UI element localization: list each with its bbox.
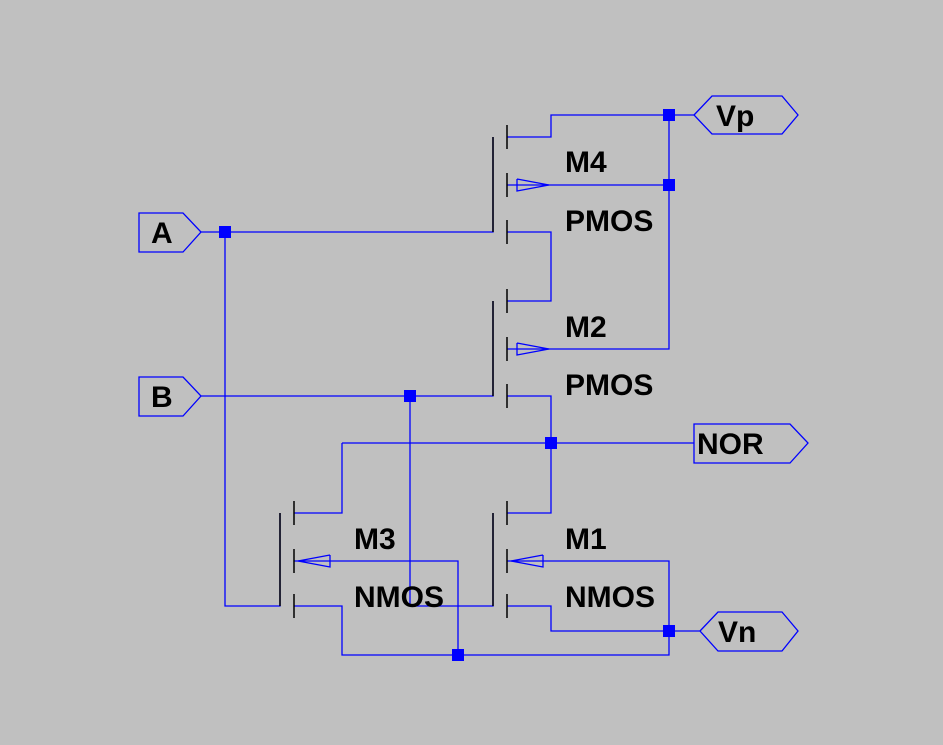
- m2-name-label: M2: [565, 311, 607, 344]
- port-vp[interactable]: Vp: [693, 95, 799, 135]
- transistor-m1[interactable]: [492, 501, 544, 618]
- transistor-m2[interactable]: [492, 289, 550, 408]
- port-vn-shape: [699, 611, 799, 652]
- junction-out[interactable]: [545, 437, 557, 449]
- port-vp-label: Vp: [716, 100, 754, 133]
- port-nor-label: NOR: [697, 428, 764, 461]
- port-vn[interactable]: Vn: [699, 611, 799, 652]
- wire-m3-drain[interactable]: [294, 443, 343, 514]
- wire-m1-source[interactable]: [507, 605, 700, 632]
- wire-m2-out[interactable]: [507, 395, 552, 514]
- junction-m4-bulk[interactable]: [663, 179, 675, 191]
- junctions: [219, 109, 675, 661]
- wire-b-gate[interactable]: [201, 301, 494, 397]
- junction-vn[interactable]: [663, 625, 675, 637]
- port-a-shape: [138, 212, 202, 253]
- m1-bulk-arrow: [510, 554, 544, 568]
- junction-gnd[interactable]: [452, 649, 464, 661]
- wire-b-m1-gate[interactable]: [409, 396, 494, 607]
- wire-m3-source[interactable]: [294, 605, 670, 656]
- junction-b[interactable]: [404, 390, 416, 402]
- port-nor[interactable]: NOR: [693, 423, 809, 464]
- m3-type-label: NMOS: [354, 581, 444, 614]
- wire-m4-drain[interactable]: [507, 114, 700, 138]
- m3-name-label: M3: [354, 523, 396, 556]
- wire-a-m3-gate[interactable]: [224, 232, 281, 607]
- m4-type-label: PMOS: [565, 205, 653, 238]
- port-b[interactable]: B: [138, 376, 202, 417]
- port-nor-shape: [693, 423, 809, 464]
- m4-name-label: M4: [565, 146, 607, 179]
- port-vp-shape: [693, 95, 799, 135]
- wire-m3-bulk[interactable]: [294, 560, 459, 655]
- m4-bulk-arrow: [516, 178, 550, 192]
- wire-m1-bulk[interactable]: [507, 560, 670, 631]
- port-b-label: B: [151, 381, 173, 414]
- wire-vp-rail[interactable]: [507, 115, 670, 350]
- transistor-m3[interactable]: [279, 501, 331, 618]
- m2-type-label: PMOS: [565, 369, 653, 402]
- wire-a-gate[interactable]: [201, 137, 494, 233]
- transistor-m4[interactable]: [492, 125, 550, 244]
- junction-vp[interactable]: [663, 109, 675, 121]
- m3-bulk-arrow: [297, 554, 331, 568]
- m1-name-label: M1: [565, 523, 607, 556]
- port-b-shape: [138, 376, 202, 417]
- port-vn-label: Vn: [718, 616, 756, 649]
- junction-a[interactable]: [219, 226, 231, 238]
- port-a[interactable]: A: [138, 212, 202, 253]
- wire-m4-m2[interactable]: [507, 231, 552, 302]
- port-a-label: A: [151, 217, 173, 250]
- m1-type-label: NMOS: [565, 581, 655, 614]
- m2-bulk-arrow: [516, 342, 550, 356]
